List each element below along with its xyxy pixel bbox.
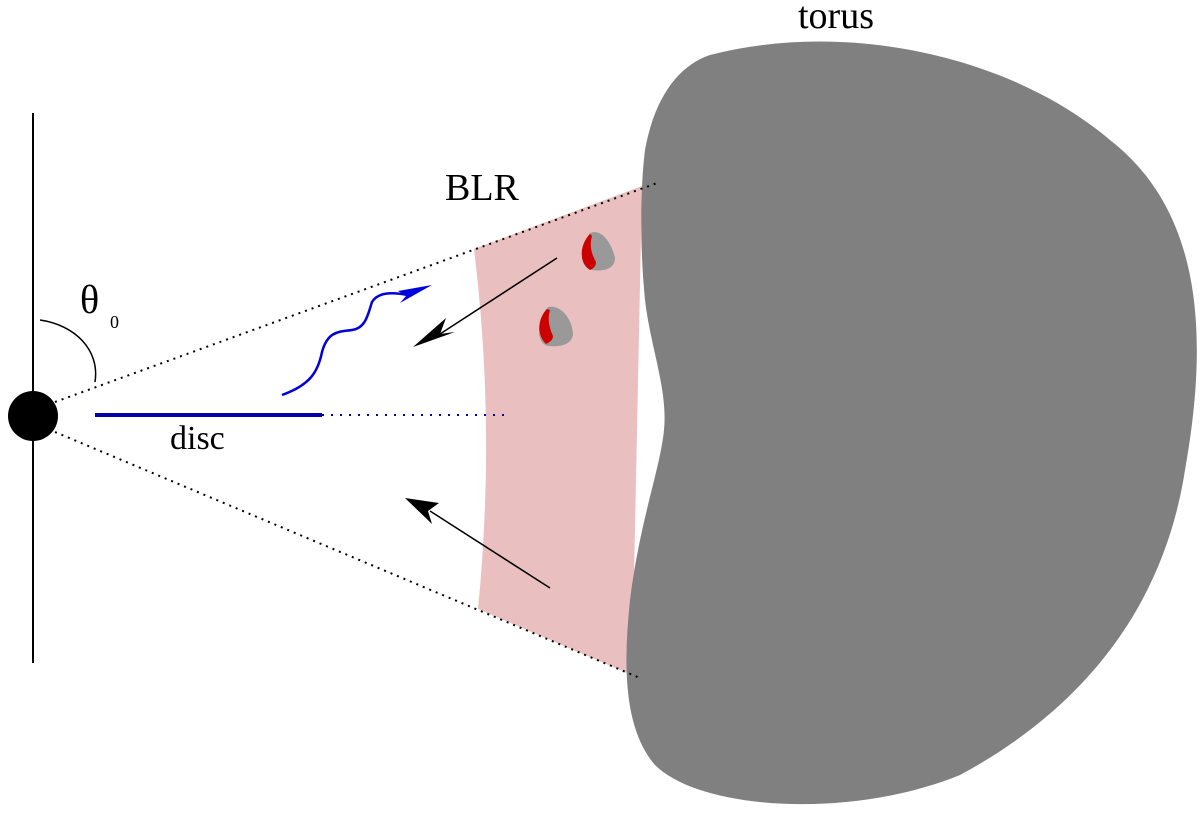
upper-inflow-arrowhead xyxy=(413,318,455,347)
blr-cloud-2 xyxy=(538,306,573,347)
disc-label: disc xyxy=(170,420,225,457)
blr-label: BLR xyxy=(445,167,520,209)
photon-arrowhead xyxy=(398,285,432,303)
upper-inflow-arrow xyxy=(439,257,558,335)
lower-cone-line xyxy=(54,431,641,679)
blr-region xyxy=(474,186,642,675)
blr-cloud-1 xyxy=(581,232,615,271)
black-hole xyxy=(8,391,58,441)
theta-symbol: θ xyxy=(80,277,99,322)
lower-inflow-arrowhead xyxy=(405,498,439,524)
lower-inflow-arrow xyxy=(429,510,551,589)
theta-angle-arc xyxy=(39,319,97,383)
photon-wave xyxy=(281,292,409,397)
theta-subscript: 0 xyxy=(110,312,119,332)
torus-shape xyxy=(626,41,1197,805)
torus-label: torus xyxy=(798,0,874,37)
